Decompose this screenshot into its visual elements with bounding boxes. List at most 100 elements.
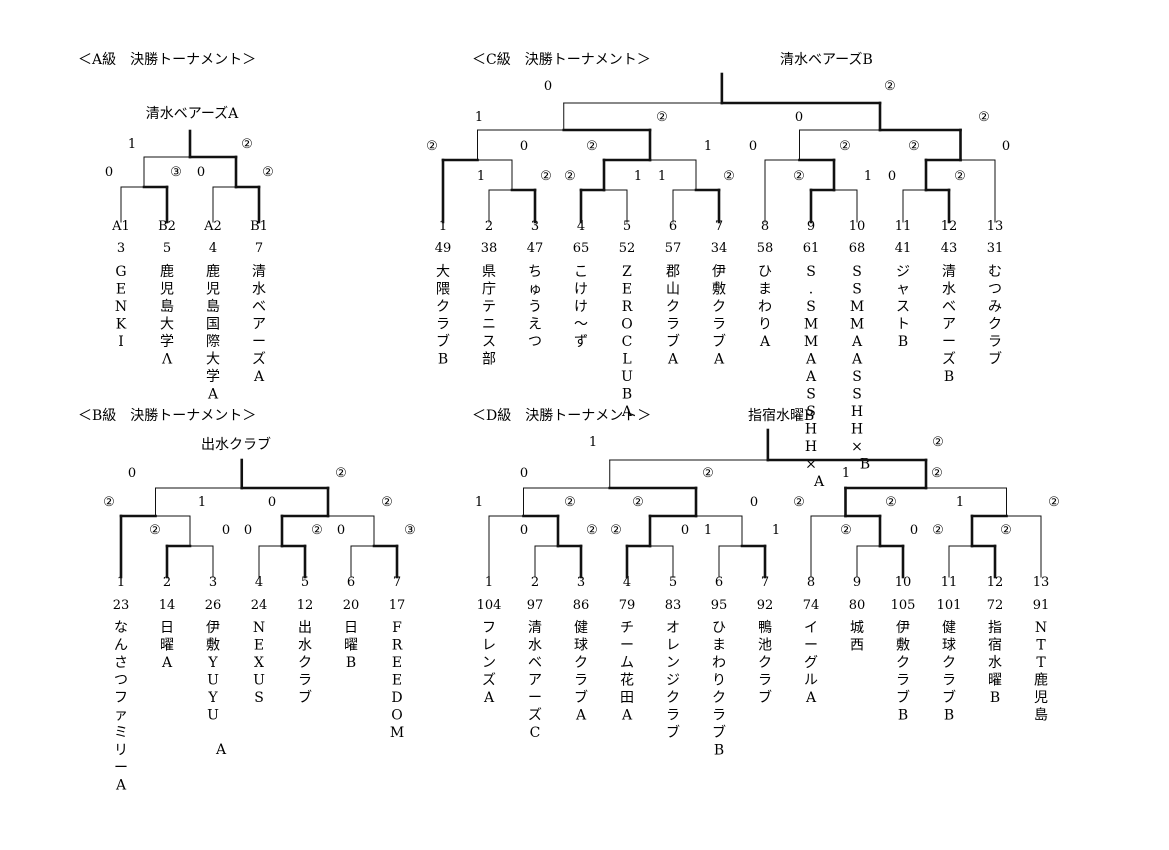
team-name-char: 鹿 bbox=[206, 263, 220, 280]
team-entry-number: 20 bbox=[343, 598, 360, 613]
match-score: ② bbox=[840, 523, 852, 538]
match-score: ② bbox=[978, 110, 990, 125]
team-name-char: つ bbox=[528, 334, 542, 350]
team-name-char: ひ bbox=[712, 620, 726, 636]
team-name-char: ン bbox=[666, 655, 680, 671]
match-score: 0 bbox=[544, 79, 552, 94]
team-seed: 10 bbox=[849, 219, 866, 234]
team-name-char: 城 bbox=[850, 620, 864, 636]
match-score: 0 bbox=[520, 466, 528, 481]
team-entry-number: 43 bbox=[941, 241, 958, 256]
team-name-char: A bbox=[115, 778, 127, 794]
team-seed: 8 bbox=[807, 575, 815, 590]
match-score: 1 bbox=[477, 169, 485, 184]
team-entry-number: 47 bbox=[527, 241, 544, 256]
match-score: ② bbox=[884, 79, 896, 94]
team-name-char: 清 bbox=[528, 620, 542, 636]
team-name-char: 曜 bbox=[344, 638, 358, 654]
team-name-suffix: A bbox=[215, 742, 227, 758]
team-name-char: 児 bbox=[206, 282, 220, 298]
team-name-char: 大 bbox=[436, 264, 450, 280]
team-seed: 7 bbox=[761, 575, 769, 590]
match-score: 0 bbox=[1002, 139, 1010, 154]
team-name-char: 児 bbox=[160, 282, 174, 298]
team-name-char: ク bbox=[666, 299, 680, 315]
bracket-title: ＜C級 決勝トーナメント＞ bbox=[472, 52, 651, 68]
bracket-title: ＜A級 決勝トーナメント＞ bbox=[78, 52, 256, 68]
match-score: 1 bbox=[772, 523, 780, 538]
match-score: ③ bbox=[170, 165, 182, 180]
team-name-char: ー bbox=[114, 760, 128, 776]
team-entry-number: 57 bbox=[665, 241, 682, 256]
team-name-char: 水 bbox=[252, 282, 266, 298]
team-seed: 7 bbox=[715, 219, 723, 234]
team-name-char: ル bbox=[804, 673, 818, 689]
team-name-char: E bbox=[392, 673, 402, 689]
team-name-char: 敷 bbox=[896, 638, 910, 654]
team-name-char: 敷 bbox=[206, 638, 220, 654]
team-entry-number: 92 bbox=[757, 598, 774, 613]
team-name-char: B bbox=[990, 690, 1000, 706]
team-name-char: 健 bbox=[942, 620, 956, 636]
team-name-char: ブ bbox=[436, 333, 450, 350]
team-name-char: M bbox=[850, 317, 864, 333]
team-name-char: み bbox=[988, 299, 1002, 315]
champion-name: 清水ベアーズB bbox=[780, 52, 873, 68]
team-name-char: 曜 bbox=[988, 673, 1002, 689]
team-name-char: ミ bbox=[114, 725, 128, 741]
match-score: ② bbox=[932, 523, 944, 538]
team-name-char: フ bbox=[482, 620, 496, 636]
team-name-char: 池 bbox=[758, 638, 772, 654]
team-entry-number: 65 bbox=[573, 241, 590, 256]
match-score: ② bbox=[954, 169, 966, 184]
team-name-char: N bbox=[253, 620, 265, 636]
team-seed: 11 bbox=[895, 219, 912, 234]
team-name-char: ク bbox=[988, 317, 1002, 333]
match-score: ② bbox=[564, 169, 576, 184]
team-name-char: . bbox=[809, 282, 813, 298]
match-score: 1 bbox=[704, 523, 712, 538]
team-name-char: 水 bbox=[988, 655, 1002, 671]
team-name-char: ク bbox=[712, 299, 726, 315]
team-name-char: L bbox=[622, 352, 631, 368]
team-name-char: ズ bbox=[942, 352, 956, 368]
team-name-char: 伊 bbox=[712, 264, 726, 280]
team-name-char: R bbox=[622, 299, 633, 315]
team-name-char: む bbox=[988, 264, 1002, 280]
team-name-char: つ bbox=[988, 282, 1002, 298]
match-score: ② bbox=[723, 169, 735, 184]
team-name-char: M bbox=[804, 334, 818, 350]
team-seed: 2 bbox=[163, 575, 171, 590]
match-score: ② bbox=[540, 169, 552, 184]
team-name-char: B bbox=[898, 334, 908, 350]
team-name-char: ク bbox=[666, 690, 680, 706]
match-score: ② bbox=[149, 523, 161, 538]
team-name-char: 田 bbox=[620, 690, 634, 706]
match-score: 1 bbox=[634, 169, 642, 184]
team-name-char: S bbox=[852, 282, 862, 298]
match-score: ② bbox=[932, 435, 944, 450]
team-name-char: N bbox=[115, 299, 127, 315]
team-name-char: ベ bbox=[942, 299, 956, 315]
match-score: ② bbox=[586, 523, 598, 538]
team-entry-number: 101 bbox=[937, 598, 962, 613]
match-score: ② bbox=[610, 523, 622, 538]
team-entry-number: 34 bbox=[711, 241, 728, 256]
team-entry-number: 12 bbox=[297, 598, 314, 613]
match-score: 0 bbox=[749, 139, 757, 154]
match-score: 1 bbox=[128, 137, 136, 152]
team-name-char: S bbox=[254, 690, 264, 706]
team-name-char: ブ bbox=[666, 724, 680, 741]
match-score: ② bbox=[586, 139, 598, 154]
team-entry-number: 58 bbox=[757, 241, 774, 256]
team-name-char: ア bbox=[528, 673, 542, 689]
team-name-char: わ bbox=[712, 655, 726, 671]
team-name-char: え bbox=[528, 317, 542, 333]
match-score: 1 bbox=[198, 495, 206, 510]
team-name-char: ジ bbox=[666, 673, 680, 689]
team-seed: 4 bbox=[577, 219, 585, 234]
team-name-char: ー bbox=[804, 638, 818, 654]
team-name-char: 日 bbox=[344, 620, 358, 636]
champion-name: 指宿水曜B bbox=[748, 407, 814, 424]
team-name-char: U bbox=[207, 673, 219, 689]
